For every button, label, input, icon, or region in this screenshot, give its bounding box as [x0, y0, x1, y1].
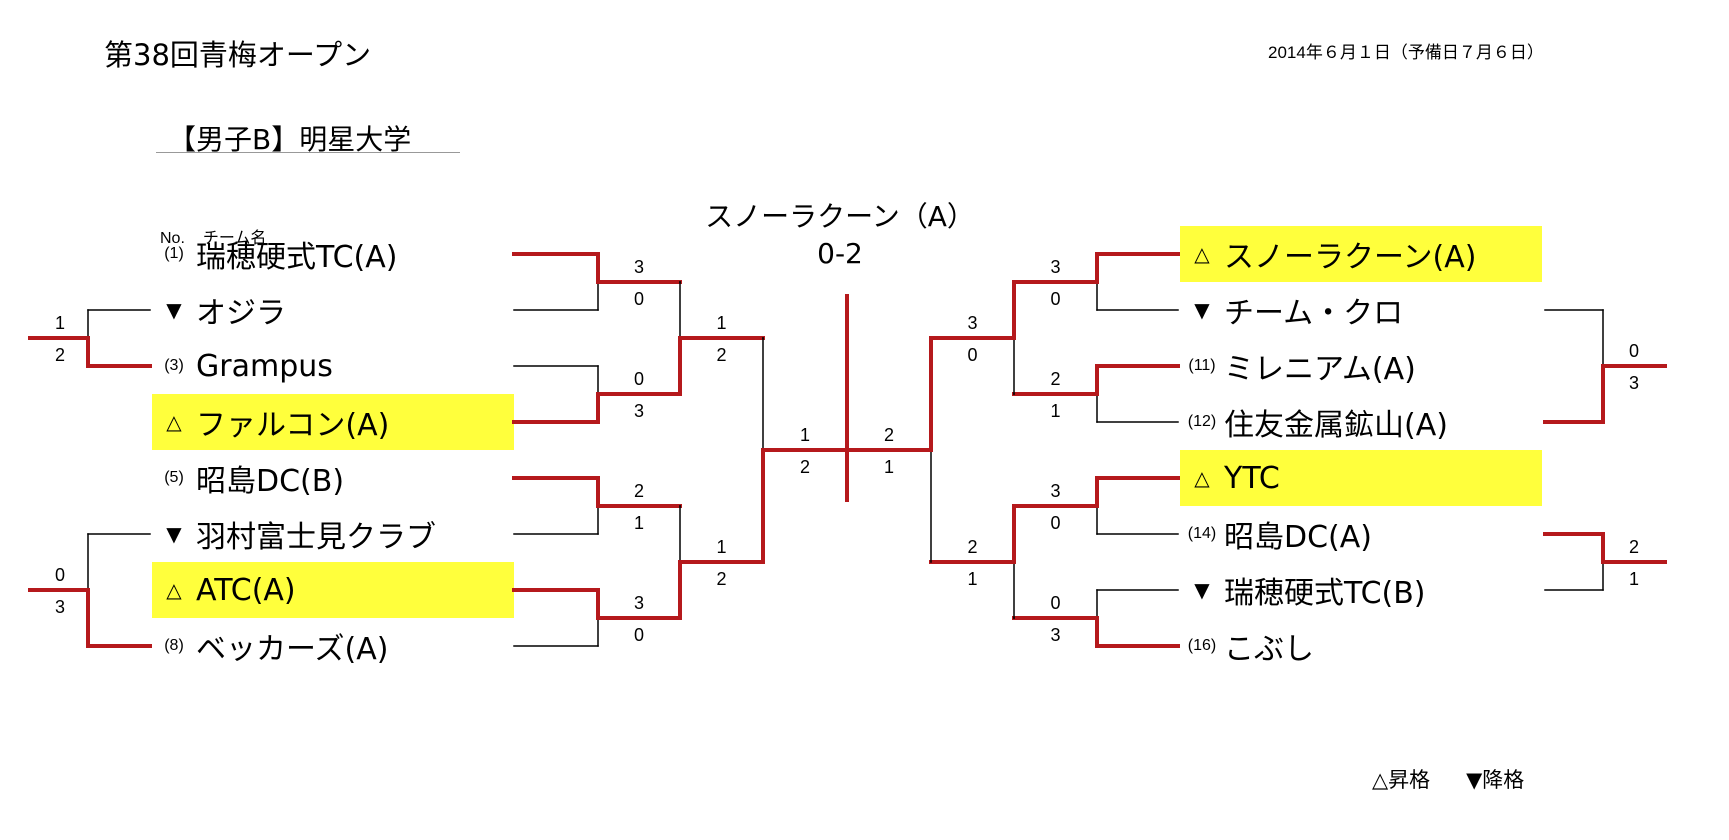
- relegate-icon: ▼: [1194, 298, 1210, 322]
- seed-number: (11): [1188, 357, 1216, 374]
- score-bottom: 0: [634, 625, 644, 645]
- team-name: 瑞穂硬式TC(A): [196, 240, 398, 275]
- score-top: 0: [1050, 593, 1060, 613]
- team-name: 瑞穂硬式TC(B): [1224, 576, 1426, 611]
- final-score: 0-2: [817, 237, 863, 270]
- team-name: チーム・クロ: [1224, 296, 1404, 331]
- division-title: 【男子B】明星大学: [168, 123, 412, 156]
- seed-number: (16): [1187, 637, 1217, 654]
- playoff-score-top: 0: [1629, 341, 1639, 361]
- left-team-row: (8) ベッカーズ(A): [152, 618, 514, 674]
- team-name: YTC: [1224, 460, 1280, 496]
- col-no-label: No.: [160, 230, 185, 247]
- score-top: 2: [884, 425, 894, 445]
- right-team-row: (14) 昭島DC(A): [1180, 506, 1542, 562]
- relegate-icon: ▼: [1194, 578, 1210, 602]
- right-team-row: △ スノーラクーン(A): [1180, 226, 1542, 282]
- team-name: 昭島DC(B): [196, 464, 345, 499]
- seed-number: (8): [164, 637, 184, 654]
- promote-icon: △: [1194, 466, 1210, 490]
- seed-number: (3): [164, 357, 184, 374]
- score-bottom: 2: [800, 457, 810, 477]
- right-team-row: ▼ 瑞穂硬式TC(B): [1180, 562, 1542, 618]
- team-name: こぶし: [1224, 632, 1314, 667]
- playoff-score-top: 0: [55, 565, 65, 585]
- score-top: 1: [716, 537, 726, 557]
- score-bottom: 1: [634, 513, 644, 533]
- score-top: 3: [1050, 481, 1060, 501]
- team-name: オジラ: [196, 296, 286, 331]
- relegate-icon: ▼: [166, 522, 182, 546]
- right-team-row: (12) 住友金属鉱山(A): [1180, 394, 1542, 450]
- playoff-score-bottom: 3: [55, 597, 65, 617]
- left-team-row: ▼ 羽村富士見クラブ: [152, 506, 514, 562]
- score-bottom: 0: [967, 345, 977, 365]
- seed-number: (12): [1187, 413, 1217, 430]
- left-team-row: (3) Grampus: [152, 338, 514, 394]
- score-top: 0: [634, 369, 644, 389]
- playoff-score-bottom: 2: [55, 345, 65, 365]
- legend-relegate: ▼降格: [1466, 768, 1525, 792]
- right-team-row: △ YTC: [1180, 450, 1542, 506]
- score-top: 3: [1050, 257, 1060, 277]
- legend-promote: △昇格: [1372, 768, 1431, 792]
- col-team-label: チーム名: [202, 228, 267, 247]
- score-bottom: 2: [716, 569, 726, 589]
- tournament-date: 2014年６月１日（予備日７月６日）: [1268, 43, 1544, 62]
- score-bottom: 2: [716, 345, 726, 365]
- team-name: Grampus: [196, 348, 333, 384]
- left-team-row: △ ファルコン(A): [152, 394, 514, 450]
- playoff-score-top: 2: [1629, 537, 1639, 557]
- left-team-row: ▼ オジラ: [152, 282, 514, 338]
- seed-number: (5): [164, 469, 184, 486]
- score-top: 2: [967, 537, 977, 557]
- right-team-row: (11) ミレニアム(A): [1180, 338, 1542, 394]
- score-bottom: 3: [634, 401, 644, 421]
- team-name: 昭島DC(A): [1224, 520, 1372, 555]
- relegate-icon: ▼: [166, 298, 182, 322]
- left-team-row: △ ATC(A): [152, 562, 514, 618]
- score-bottom: 0: [1050, 289, 1060, 309]
- right-team-row: ▼ チーム・クロ: [1180, 282, 1542, 338]
- score-bottom: 3: [1050, 625, 1060, 645]
- score-top: 3: [634, 257, 644, 277]
- legend: △昇格 ▼降格: [1372, 764, 1560, 794]
- seed-number: (14): [1187, 525, 1217, 542]
- tournament-title: 第38回青梅オープン: [104, 38, 372, 72]
- team-name: 住友金属鉱山(A): [1224, 408, 1448, 443]
- score-top: 3: [634, 593, 644, 613]
- seed-number: (1): [164, 245, 184, 262]
- team-name: スノーラクーン(A): [1224, 240, 1477, 275]
- playoff-score-bottom: 1: [1629, 569, 1639, 589]
- score-top: 3: [967, 313, 977, 333]
- score-top: 2: [1050, 369, 1060, 389]
- score-top: 2: [634, 481, 644, 501]
- division-underline: [156, 152, 460, 153]
- score-bottom: 1: [967, 569, 977, 589]
- promote-icon: △: [166, 410, 182, 434]
- score-bottom: 0: [1050, 513, 1060, 533]
- team-name: 羽村富士見クラブ: [196, 520, 436, 555]
- score-top: 1: [716, 313, 726, 333]
- score-bottom: 0: [634, 289, 644, 309]
- score-top: 1: [800, 425, 810, 445]
- playoff-score-top: 1: [55, 313, 65, 333]
- score-bottom: 1: [884, 457, 894, 477]
- champion-name: スノーラクーン（A）: [705, 200, 975, 233]
- team-name: ファルコン(A): [196, 408, 390, 443]
- right-team-row: (16) こぶし: [1180, 618, 1542, 674]
- left-column-header: No. チーム名: [160, 224, 266, 248]
- team-name: ベッカーズ(A): [196, 632, 389, 667]
- score-bottom: 1: [1050, 401, 1060, 421]
- team-name: ミレニアム(A): [1224, 352, 1416, 387]
- promote-icon: △: [166, 578, 182, 602]
- left-team-row: (1) 瑞穂硬式TC(A): [152, 226, 514, 282]
- playoff-score-bottom: 3: [1629, 373, 1639, 393]
- promote-icon: △: [1194, 242, 1210, 266]
- left-team-row: (5) 昭島DC(B): [152, 450, 514, 506]
- team-name: ATC(A): [196, 572, 296, 608]
